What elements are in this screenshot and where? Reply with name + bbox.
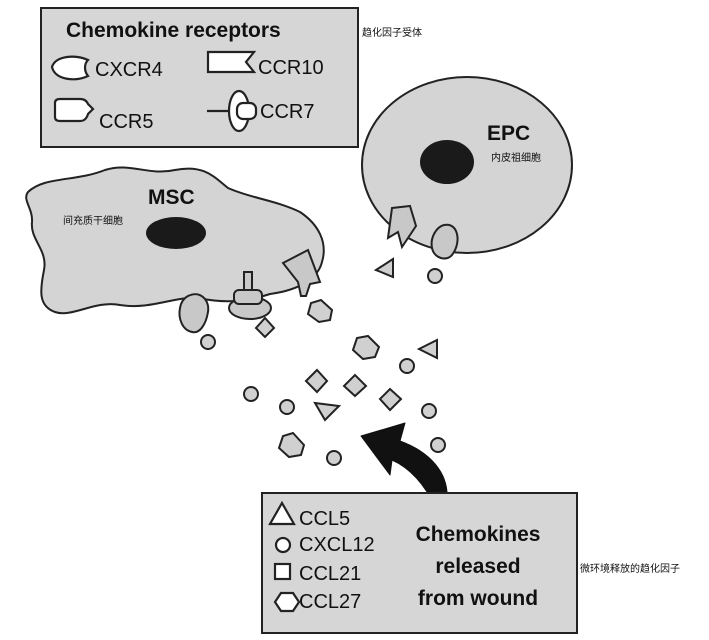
ccr5-label: CCR5 [99, 111, 153, 133]
epc-annotation: 内皮祖细胞 [491, 151, 541, 164]
msc-label: MSC [148, 186, 195, 209]
msc-annotation: 间充质干细胞 [63, 214, 123, 227]
cxcl12-particle [430, 437, 446, 453]
epc-nucleus [420, 140, 474, 184]
cxcl12-particle [399, 358, 415, 374]
ccl5-particle [373, 257, 394, 279]
cxcl12-label: CXCL12 [299, 534, 375, 556]
msc-ccr10-receptor [281, 248, 322, 297]
epc-ccr5-receptor [386, 204, 418, 250]
cxcl12-particle [421, 403, 437, 419]
triangle-icon [268, 500, 296, 526]
receptor-legend-box [40, 7, 359, 148]
chemokine-particles [200, 257, 446, 466]
receptor-legend-annotation: 趋化因子受体 [362, 26, 422, 39]
ccl21-particle [378, 387, 403, 412]
circle-icon [274, 536, 292, 554]
receptor-legend: Chemokine receptors CXCR4 CCR10 CCR5 CCR… [40, 7, 359, 148]
ccr7-receptor-icon [207, 89, 258, 133]
cxcr4-receptor-icon [50, 55, 90, 81]
cxcl12-particle [427, 268, 443, 284]
cxcl12-particle [200, 334, 216, 350]
ccl21-particle [342, 373, 368, 398]
msc-nucleus [146, 217, 206, 249]
cxcl12-particle [326, 450, 342, 466]
ccl27-particle [277, 431, 306, 459]
chemokines-caption-line-2: released [435, 555, 520, 578]
ccl27-particle [306, 298, 334, 324]
cxcl12-particle [279, 399, 295, 415]
ccl21-particle [254, 316, 276, 339]
epc-cxcr4-receptor [430, 223, 459, 260]
ccl21-label: CCL21 [299, 563, 361, 585]
chemokine-legend: CCL5 CXCL12 CCL21 CCL27 Chemokines relea… [261, 492, 578, 634]
ccr5-receptor-icon [53, 97, 95, 123]
msc-cxcr4-receptor [178, 293, 210, 334]
ccr10-label: CCR10 [258, 57, 324, 79]
cxcl12-particle [243, 386, 259, 402]
ccl27-label: CCL27 [299, 591, 361, 613]
chemokine-legend-box [261, 492, 578, 634]
epc-label: EPC [487, 122, 530, 145]
msc-cell: MSC 间充质干细胞 [25, 166, 325, 334]
chemokines-caption-line-1: Chemokines [416, 523, 541, 546]
ccr10-receptor-icon [206, 50, 257, 74]
ccl27-particle [351, 334, 381, 361]
migration-arrow [360, 422, 448, 509]
ccl5-particle [313, 401, 342, 422]
receptor-legend-title: Chemokine receptors [66, 19, 281, 42]
chemokine-legend-annotation: 微环境释放的趋化因子 [580, 562, 680, 575]
hexagon-icon [273, 591, 301, 613]
square-icon [273, 562, 292, 581]
ccl5-particle [416, 338, 438, 360]
chemokines-caption-line-3: from wound [418, 587, 538, 610]
ccl5-label: CCL5 [299, 508, 350, 530]
cxcr4-label: CXCR4 [95, 59, 163, 81]
epc-cell: EPC 内皮祖细胞 [361, 76, 573, 260]
ccr7-label: CCR7 [260, 101, 314, 123]
ccl21-particle [304, 368, 329, 394]
msc-ccr7-receptor [228, 271, 272, 320]
